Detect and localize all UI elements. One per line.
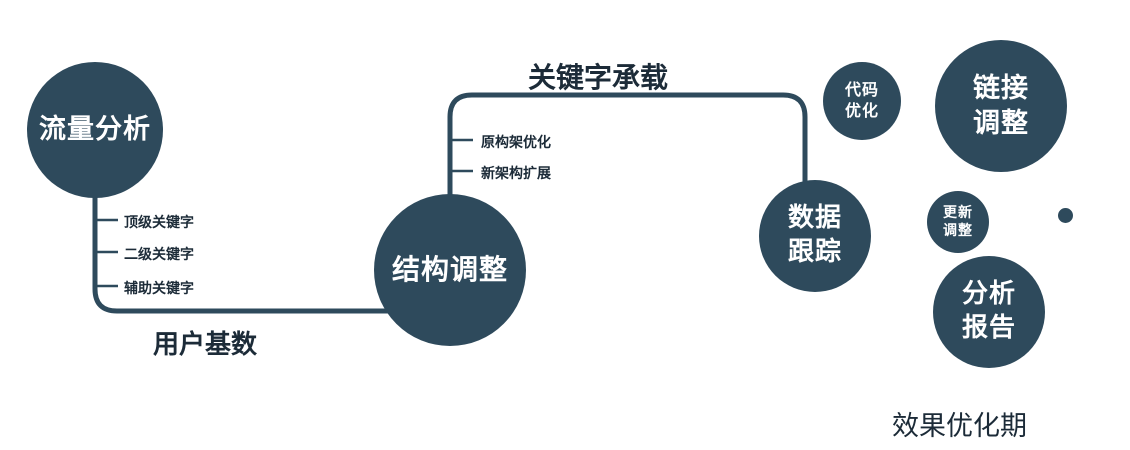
node-code-optimization: 代码 优化 (823, 62, 901, 140)
node-update-adjustment-line1: 更新 (943, 204, 973, 221)
edge-label-user-base: 用户基数 (153, 330, 258, 360)
node-link-adjustment-line1: 链接 (973, 72, 1029, 104)
node-code-optimization-line2: 优化 (844, 101, 879, 120)
node-code-optimization-line1: 代码 (844, 80, 879, 100)
phase-label-effect-optimization: 效果优化期 (892, 411, 1027, 442)
node-analysis-report: 分析 报告 (933, 256, 1045, 368)
tick-label-second-keywords: 二级关键字 (124, 247, 194, 263)
tick-label-original-architecture: 原构架优化 (481, 135, 551, 151)
node-data-tracking-line2: 跟踪 (787, 237, 842, 267)
edge-label-keyword-carrying: 关键字承载 (528, 61, 669, 94)
node-link-adjustment-line2: 调整 (973, 108, 1029, 139)
node-update-adjustment: 更新 调整 (927, 191, 989, 253)
edge-structure-to-tracking (447, 92, 808, 270)
bullet-dot (1058, 208, 1073, 223)
node-data-tracking: 数据 跟踪 (759, 180, 871, 292)
tick-label-top-keywords: 顶级关键字 (124, 215, 194, 231)
edge-traffic-to-structure (92, 130, 450, 314)
tick-label-aux-keywords: 辅助关键字 (124, 281, 194, 297)
node-structure-adjustment-label: 结构调整 (391, 252, 508, 286)
node-link-adjustment: 链接 调整 (935, 40, 1067, 172)
node-update-adjustment-line2: 调整 (943, 223, 973, 239)
node-analysis-report-line1: 分析 (961, 279, 1016, 310)
node-traffic-analysis-label: 流量分析 (39, 114, 151, 146)
node-data-tracking-line1: 数据 (787, 203, 842, 234)
node-traffic-analysis: 流量分析 (27, 62, 163, 198)
node-analysis-report-line2: 报告 (961, 313, 1016, 343)
tick-label-new-architecture: 新架构扩展 (481, 166, 551, 182)
node-structure-adjustment: 结构调整 (374, 194, 526, 346)
